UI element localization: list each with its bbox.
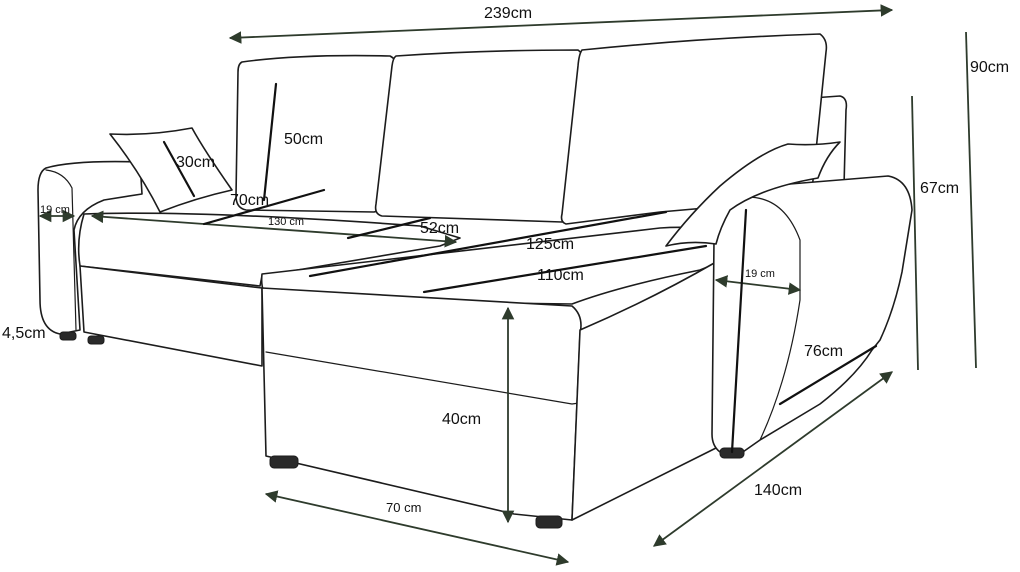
label-depth-total: 140cm (754, 482, 802, 499)
label-backrest: 50cm (284, 131, 323, 148)
measure-pillow-width (202, 188, 326, 226)
label-armrest-height: 67cm (920, 180, 959, 197)
measure-armrest-depth (730, 208, 748, 454)
leg-lounge-back (269, 455, 299, 469)
label-leg-height: 4,5cm (2, 325, 46, 342)
leg-lounge-front (535, 515, 563, 529)
pillow-left (109, 127, 233, 213)
label-pillow-width: 70cm (230, 192, 269, 209)
right-armrest (711, 175, 913, 455)
measure-backrest (262, 82, 278, 202)
leg-left-back (87, 335, 105, 345)
left-armrest-front (45, 169, 77, 331)
label-seat-depth: 52cm (420, 220, 459, 237)
label-armrest-depth: 76cm (804, 343, 843, 360)
dim-line-total-height (965, 31, 977, 369)
back-cushion-middle (374, 49, 586, 223)
measure-lounge-inner (422, 244, 708, 294)
label-lounge-width: 70 cm (386, 500, 421, 515)
dim-line-armrest-right (714, 275, 802, 295)
label-pillow-small: 30cm (176, 154, 215, 171)
leg-left-front (59, 331, 77, 341)
lounge-base (261, 287, 582, 521)
label-total-width: 239cm (484, 5, 532, 22)
label-armrest-right: 19 cm (745, 268, 775, 280)
dim-line-armrest-height (911, 95, 919, 371)
dim-line-lounge-width (264, 490, 570, 566)
lounge-front-right (571, 261, 717, 521)
measure-seat-depth (346, 216, 432, 240)
measure-lounge-top (308, 210, 668, 278)
left-base (79, 265, 263, 367)
left-armrest (37, 160, 143, 335)
dim-line-seat-width (90, 210, 458, 248)
dim-line-depth-total (652, 371, 894, 547)
label-total-height: 90cm (970, 59, 1009, 76)
label-seat-height: 40cm (442, 411, 481, 428)
dim-line-total-width (228, 4, 894, 44)
measure-armrest-diag (778, 344, 878, 406)
pillow-right (665, 141, 841, 247)
label-lounge-inner: 110cm (537, 267, 584, 284)
measure-pillow-small (162, 140, 196, 198)
label-armrest-left: 19 cm (40, 204, 70, 216)
label-seat-width: 130 cm (268, 216, 304, 228)
label-lounge-top: 125cm (526, 236, 574, 253)
